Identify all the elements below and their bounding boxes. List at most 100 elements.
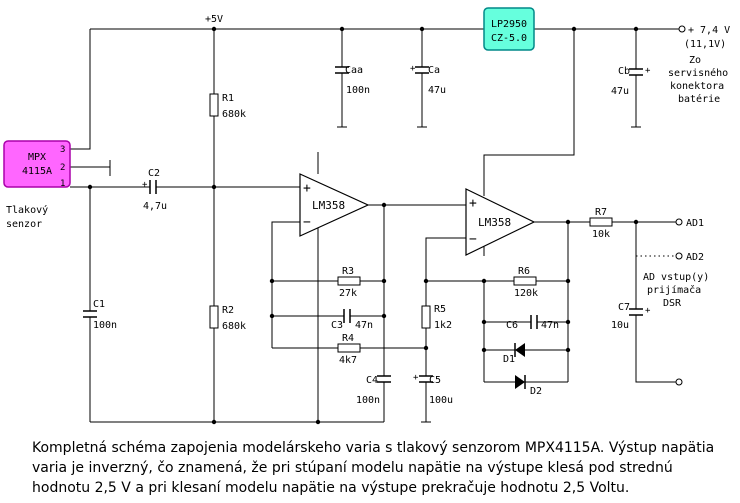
caa-value: 100n bbox=[346, 85, 370, 96]
resistor-r6 bbox=[513, 276, 537, 286]
ground-stubs bbox=[337, 126, 641, 423]
opamp-1: + − LM358 bbox=[299, 173, 370, 237]
svg-text:+: + bbox=[410, 64, 416, 74]
r5-ref: R5 bbox=[434, 304, 446, 315]
resistor-r4 bbox=[337, 343, 361, 353]
c5-value: 100u bbox=[429, 395, 453, 406]
opamp-1-minus: − bbox=[303, 215, 311, 230]
ad2-label: AD2 bbox=[686, 252, 704, 263]
lp2950-regulator: LP2950 CZ-5.0 bbox=[483, 7, 535, 51]
wires bbox=[70, 28, 680, 423]
diode-d2 bbox=[515, 375, 526, 389]
diode-d1 bbox=[514, 343, 525, 357]
regulator-chip-line-2: CZ-5.0 bbox=[491, 33, 527, 44]
d1-ref: D1 bbox=[503, 354, 515, 365]
junction-dots bbox=[87, 26, 639, 425]
ca-ref: Ca bbox=[428, 65, 440, 76]
r4-ref: R4 bbox=[342, 333, 354, 344]
receiver-line-3: DSR bbox=[663, 298, 682, 309]
c5-ref: C5 bbox=[429, 375, 441, 386]
capacitor-c1 bbox=[83, 310, 97, 318]
c1-value: 100n bbox=[93, 320, 117, 331]
polarity-marks: + + + + + bbox=[142, 64, 651, 383]
capacitor-ca bbox=[415, 66, 429, 74]
capacitor-c7 bbox=[629, 308, 643, 316]
capacitor-c6 bbox=[530, 315, 538, 329]
battery-source-line-2: servisného bbox=[668, 67, 728, 79]
sensor-body bbox=[3, 140, 71, 188]
svg-text:+: + bbox=[142, 180, 148, 190]
vario-schematic: MPX 4115A 3 2 1 Tlakový senzor LP2950 CZ… bbox=[3, 7, 730, 425]
c3-value: 47n bbox=[355, 320, 373, 331]
r1-value: 680k bbox=[222, 109, 246, 120]
sensor-caption-line-1: Tlakový bbox=[6, 204, 48, 216]
regulator-chip-line-1: LP2950 bbox=[491, 19, 527, 30]
battery-source-line-1: Zo bbox=[689, 55, 701, 66]
caa-ref: Caa bbox=[345, 65, 363, 76]
receiver-line-1: AD vstup(y) bbox=[643, 272, 709, 283]
regulator-body bbox=[483, 7, 535, 51]
r2-ref: R2 bbox=[222, 305, 234, 316]
svg-text:+: + bbox=[645, 306, 651, 316]
opamp-1-triangle bbox=[299, 173, 370, 237]
opamp-1-label: LM358 bbox=[312, 199, 345, 212]
resistor-r2 bbox=[209, 305, 219, 329]
c1-ref: C1 bbox=[93, 299, 105, 310]
r7-value: 10k bbox=[592, 229, 610, 240]
c7-value: 10u bbox=[611, 320, 629, 331]
c6-value: 47n bbox=[541, 320, 559, 331]
sensor-chip-line-2: 4115A bbox=[22, 166, 52, 177]
ad1-label: AD1 bbox=[686, 218, 704, 229]
resistor-bodies bbox=[209, 93, 613, 353]
c2-value: 4,7u bbox=[143, 201, 167, 212]
terminals bbox=[675, 25, 686, 386]
mpx4115a-sensor: MPX 4115A 3 2 1 Tlakový senzor bbox=[3, 140, 71, 230]
r5-value: 1k2 bbox=[434, 320, 452, 331]
battery-voltage-label: + 7,4 V bbox=[688, 25, 730, 36]
opamp-2-plus: + bbox=[469, 196, 477, 211]
component-labels: +5V + 7,4 V (11,1V) Zo servisného konekt… bbox=[93, 14, 730, 406]
rail-5v-label: +5V bbox=[205, 14, 223, 25]
sensor-pin-2: 2 bbox=[60, 163, 65, 173]
c2-ref: C2 bbox=[148, 168, 160, 179]
c4-ref: C4 bbox=[366, 375, 378, 386]
cb-value: 47u bbox=[611, 86, 629, 97]
svg-text:+: + bbox=[413, 373, 419, 383]
svg-text:+: + bbox=[645, 66, 651, 76]
resistor-r5 bbox=[421, 305, 431, 329]
battery-alt-voltage-label: (11,1V) bbox=[684, 39, 726, 50]
r6-value: 120k bbox=[514, 288, 538, 299]
resistor-r3 bbox=[337, 276, 361, 286]
sensor-pin-3: 3 bbox=[60, 145, 65, 155]
sensor-caption-line-2: senzor bbox=[6, 219, 42, 230]
c6-ref: C6 bbox=[506, 320, 518, 331]
cb-ref: Cb bbox=[618, 66, 630, 77]
r3-ref: R3 bbox=[342, 266, 354, 277]
c7-ref: C7 bbox=[618, 302, 630, 313]
ca-value: 47u bbox=[428, 85, 446, 96]
capacitor-plates bbox=[83, 66, 643, 383]
capacitor-c5 bbox=[419, 375, 433, 383]
d2-ref: D2 bbox=[530, 386, 542, 397]
schematic-caption: Kompletná schéma zapojenia modelárskeho … bbox=[32, 440, 715, 496]
opamp-2-minus: − bbox=[469, 232, 477, 247]
sensor-pin-1: 1 bbox=[60, 179, 65, 189]
r3-value: 27k bbox=[339, 288, 357, 299]
r4-value: 4k7 bbox=[339, 355, 357, 366]
c3-ref: C3 bbox=[331, 320, 343, 331]
capacitor-cb bbox=[629, 68, 643, 76]
capacitor-caa bbox=[335, 66, 349, 74]
r2-value: 680k bbox=[222, 321, 246, 332]
r1-ref: R1 bbox=[222, 93, 234, 104]
capacitor-c3 bbox=[343, 309, 351, 323]
opamp-1-plus: + bbox=[303, 181, 311, 196]
opamp-2-label: LM358 bbox=[478, 216, 511, 229]
opamp-2-triangle bbox=[465, 188, 536, 256]
r7-ref: R7 bbox=[595, 207, 607, 218]
battery-source-line-3: konektora bbox=[670, 81, 724, 92]
resistor-r1 bbox=[209, 93, 219, 117]
capacitor-c4 bbox=[377, 375, 391, 383]
sensor-chip-line-1: MPX bbox=[28, 152, 46, 163]
battery-source-line-4: batérie bbox=[678, 93, 720, 105]
receiver-line-2: prijímača bbox=[647, 284, 701, 296]
